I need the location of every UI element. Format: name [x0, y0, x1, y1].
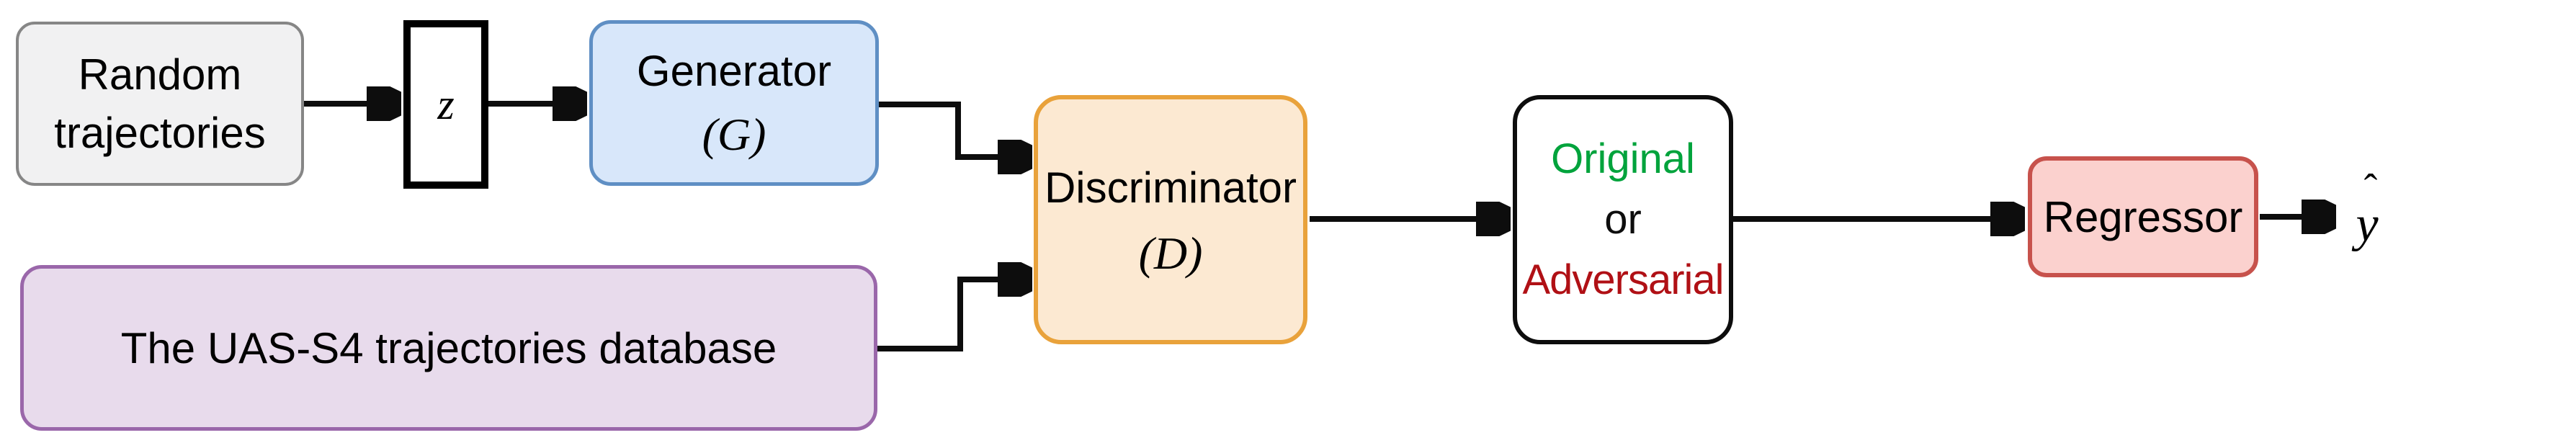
y-hat-circumflex: ˆ — [2363, 166, 2378, 211]
node-regressor: Regressor — [2028, 156, 2258, 277]
latent-z-label: z — [437, 81, 455, 128]
arrow-database-to-discriminator — [877, 279, 1029, 351]
discriminator-symbol: (D) — [1138, 227, 1203, 279]
output-y-hat: ˆ y — [2338, 166, 2396, 253]
decision-original-label: Original — [1551, 135, 1695, 182]
random-trajectories-label: Random trajectories — [54, 50, 266, 157]
node-generator: Generator (G) — [589, 20, 879, 186]
y-hat-base: y — [2356, 197, 2379, 253]
generator-symbol: (G) — [702, 108, 766, 160]
generator-label: Generator — [636, 46, 832, 95]
discriminator-label: Discriminator — [1044, 163, 1297, 212]
node-random-trajectories: Random trajectories — [16, 22, 304, 186]
decision-adversarial-label: Adversarial — [1522, 256, 1724, 304]
node-discriminator: Discriminator (D) — [1034, 95, 1307, 344]
decision-or-label: or — [1604, 195, 1642, 243]
arrow-generator-to-discriminator — [879, 102, 1029, 157]
uas-s4-database-label: The UAS-S4 trajectories database — [120, 323, 777, 372]
regressor-label: Regressor — [2043, 192, 2243, 241]
node-latent-z: z — [403, 20, 488, 189]
node-uas-s4-database: The UAS-S4 trajectories database — [20, 265, 877, 431]
node-original-or-adversarial: Original or Adversarial — [1513, 95, 1733, 344]
